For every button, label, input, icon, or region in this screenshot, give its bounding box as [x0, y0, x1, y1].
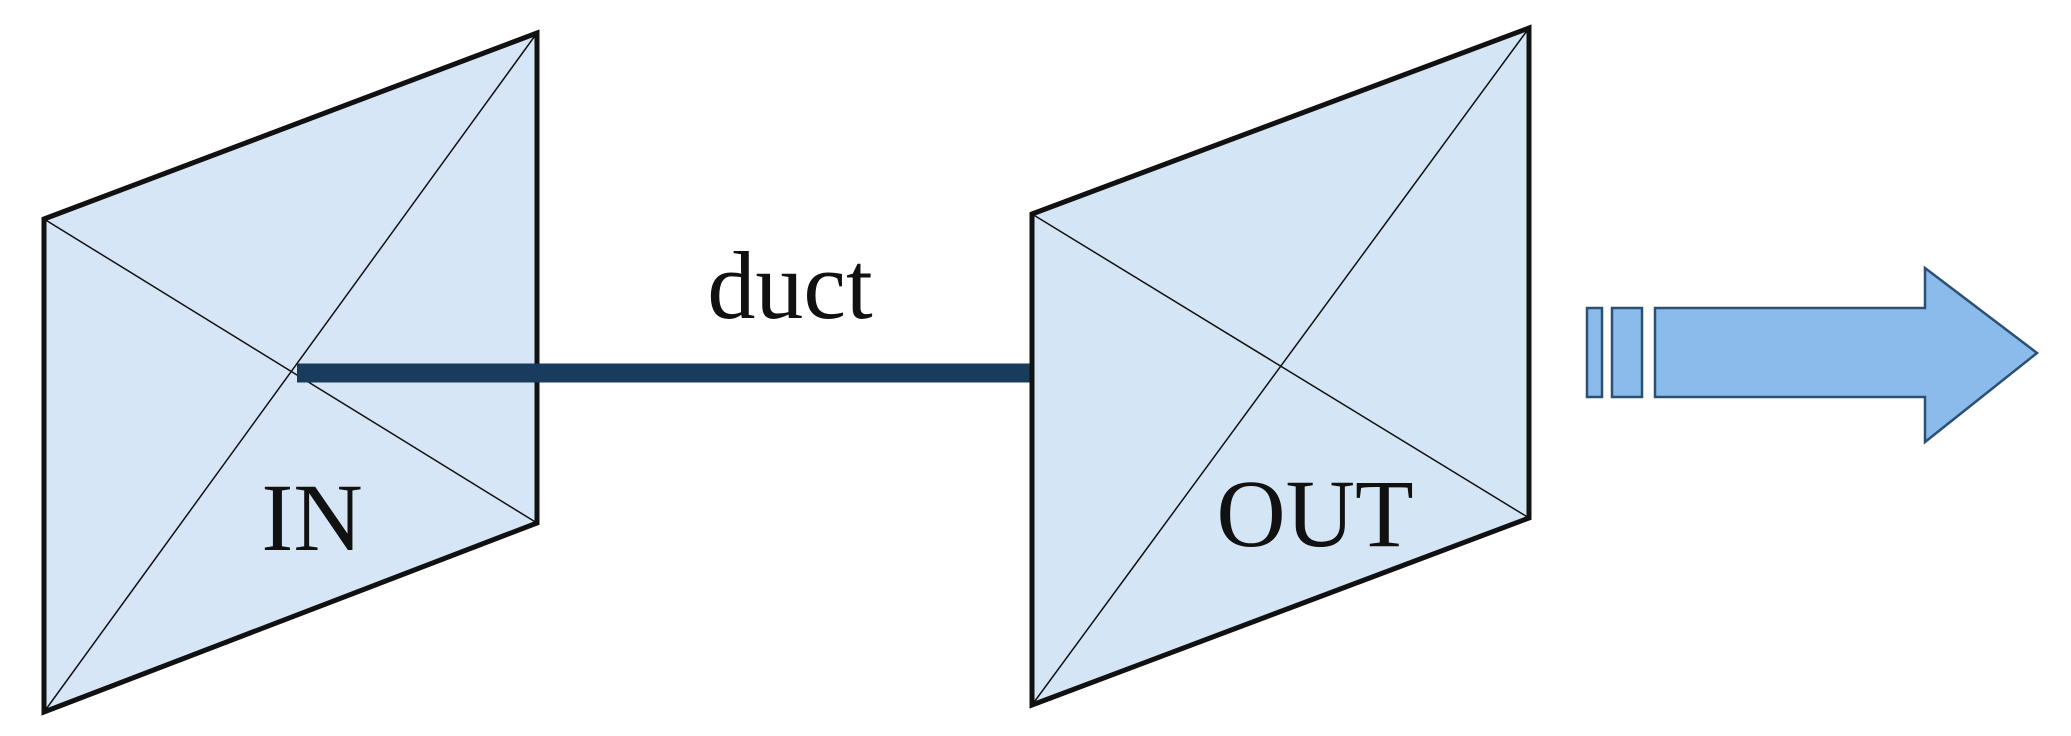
- arrow-tail-bar: [1610, 306, 1644, 399]
- arrow-head: [1653, 265, 2040, 445]
- arrow-tail-bar: [1585, 306, 1604, 399]
- duct-label: duct: [707, 232, 873, 339]
- inlet-panel: [41, 29, 540, 716]
- inlet-label: IN: [261, 464, 362, 571]
- inlet-diagonal: [43, 32, 538, 713]
- outlet-panel: [1029, 24, 1532, 709]
- outlet-diagonal: [1031, 27, 1530, 706]
- outlet-label: OUT: [1216, 460, 1413, 567]
- right-arrow-icon: [1585, 265, 2040, 445]
- inlet-diagonal: [43, 218, 538, 524]
